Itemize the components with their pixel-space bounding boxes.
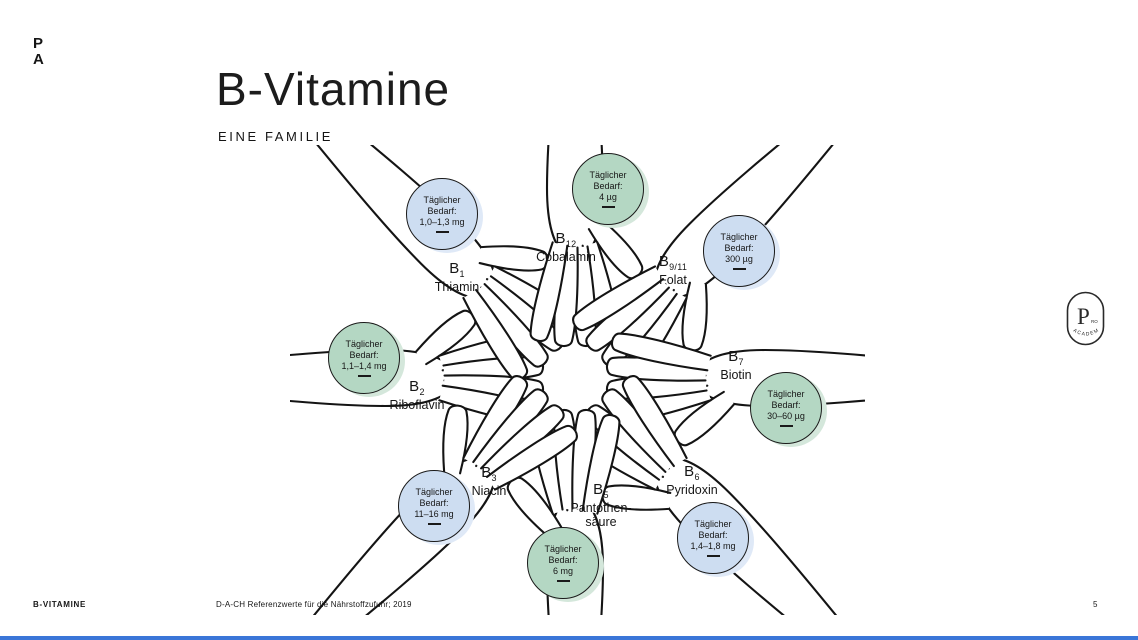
vitamin-label-b6: B6 Pyridoxin — [666, 463, 717, 497]
page-title: B-Vitamine — [216, 63, 451, 115]
badge-value: 1,0–1,3 mg — [419, 217, 465, 227]
badge-dash — [601, 206, 615, 208]
daily-requirement-badge-b3: Täglicher Bedarf: 11–16 mg — [398, 470, 470, 542]
badge-line: Täglicher — [345, 339, 383, 349]
vitamin-symbol: B9/11 — [658, 253, 688, 272]
vitamin-symbol: B6 — [684, 463, 700, 482]
vitamin-label-b12: B12 Cobalamin — [536, 230, 596, 264]
vitamin-label-b7: B7 Biotin — [720, 348, 751, 382]
brand-logo: P A — [33, 36, 44, 68]
daily-requirement-badge-b2: Täglicher Bedarf: 1,1–1,4 mg — [328, 322, 400, 394]
footer-source-reference: D-A-CH Referenzwerte für die Nährstoffzu… — [216, 600, 412, 609]
badge-dash — [706, 555, 720, 557]
badge-value: 1,4–1,8 mg — [690, 541, 736, 551]
vitamin-symbol: B3 — [481, 464, 497, 483]
daily-requirement-badge-b12: Täglicher Bedarf: 4 µg — [572, 153, 644, 225]
vitamin-label-b9-11: B9/11 Folat — [659, 253, 687, 287]
badge-line: Bedarf: — [724, 243, 754, 253]
badge-line: Bedarf: — [698, 530, 728, 540]
badge-line: Täglicher — [589, 170, 627, 180]
badge-dash — [427, 523, 441, 525]
daily-requirement-badge-b9-11: Täglicher Bedarf: 300 µg — [703, 215, 775, 287]
vitamin-symbol: B12 — [555, 230, 577, 249]
badge-line: Täglicher — [423, 195, 461, 205]
badge-dash — [779, 425, 793, 427]
badge-line: Bedarf: — [419, 498, 449, 508]
daily-requirement-badge-b6: Täglicher Bedarf: 1,4–1,8 mg — [677, 502, 749, 574]
badge-line: Bedarf: — [548, 555, 578, 565]
footer-page-number: 5 — [1093, 600, 1098, 609]
stamp-small-text: RO — [1091, 319, 1098, 324]
badge-dash — [357, 375, 371, 377]
daily-requirement-badge-b7: Täglicher Bedarf: 30–60 µg — [750, 372, 822, 444]
vitamin-label-b3: B3 Niacin — [472, 464, 507, 498]
daily-requirement-badge-b5: Täglicher Bedarf: 6 mg — [527, 527, 599, 599]
academy-stamp-logo: P RO ACADEMY — [1066, 291, 1105, 346]
vitamin-symbol: B5 — [593, 481, 609, 500]
badge-line: Täglicher — [720, 232, 758, 242]
badge-value: 30–60 µg — [767, 411, 805, 421]
badge-value: 4 µg — [599, 192, 617, 202]
brand-logo-line1: P — [33, 35, 44, 52]
daily-requirement-badge-b1: Täglicher Bedarf: 1,0–1,3 mg — [406, 178, 478, 250]
vitamin-symbol: B7 — [728, 348, 744, 367]
badge-dash — [556, 580, 570, 582]
badge-value: 1,1–1,4 mg — [341, 361, 387, 371]
vitamin-symbol: B1 — [449, 260, 465, 279]
vitamin-name: Cobalamin — [536, 250, 596, 264]
vitamin-name: Niacin — [471, 484, 507, 498]
vitamin-label-b5: B5 Pantothen- säure — [570, 481, 631, 529]
badge-line: Täglicher — [767, 389, 805, 399]
badge-line: Bedarf: — [427, 206, 457, 216]
badge-line: Bedarf: — [349, 350, 379, 360]
footer-section-label: B-VITAMINE — [33, 600, 87, 609]
stamp-letter: P — [1077, 304, 1090, 329]
badge-dash — [435, 231, 449, 233]
vitamin-label-b1: B1 Thiamin — [435, 260, 479, 294]
badge-dash — [732, 268, 746, 270]
bottom-accent-bar — [0, 636, 1138, 640]
badge-line: Bedarf: — [593, 181, 623, 191]
badge-line: Täglicher — [544, 544, 582, 554]
badge-line: Täglicher — [694, 519, 732, 529]
page-subtitle: EINE FAMILIE — [218, 129, 334, 144]
brand-logo-line2: A — [33, 51, 45, 68]
badge-line: Täglicher — [415, 487, 453, 497]
vitamin-label-b2: B2 Riboflavin — [390, 378, 445, 412]
vitamin-name: Folat — [659, 273, 687, 287]
badge-value: 11–16 mg — [414, 509, 454, 519]
badge-value: 300 µg — [725, 254, 753, 264]
vitamin-symbol: B2 — [409, 378, 425, 397]
vitamin-name: Riboflavin — [389, 398, 445, 412]
vitamin-name: Pantothen- säure — [570, 501, 632, 529]
badge-line: Bedarf: — [771, 400, 801, 410]
vitamin-name: Biotin — [720, 368, 752, 382]
badge-value: 6 mg — [552, 566, 573, 576]
vitamin-name: Thiamin — [434, 280, 480, 294]
vitamin-name: Pyridoxin — [666, 483, 718, 497]
